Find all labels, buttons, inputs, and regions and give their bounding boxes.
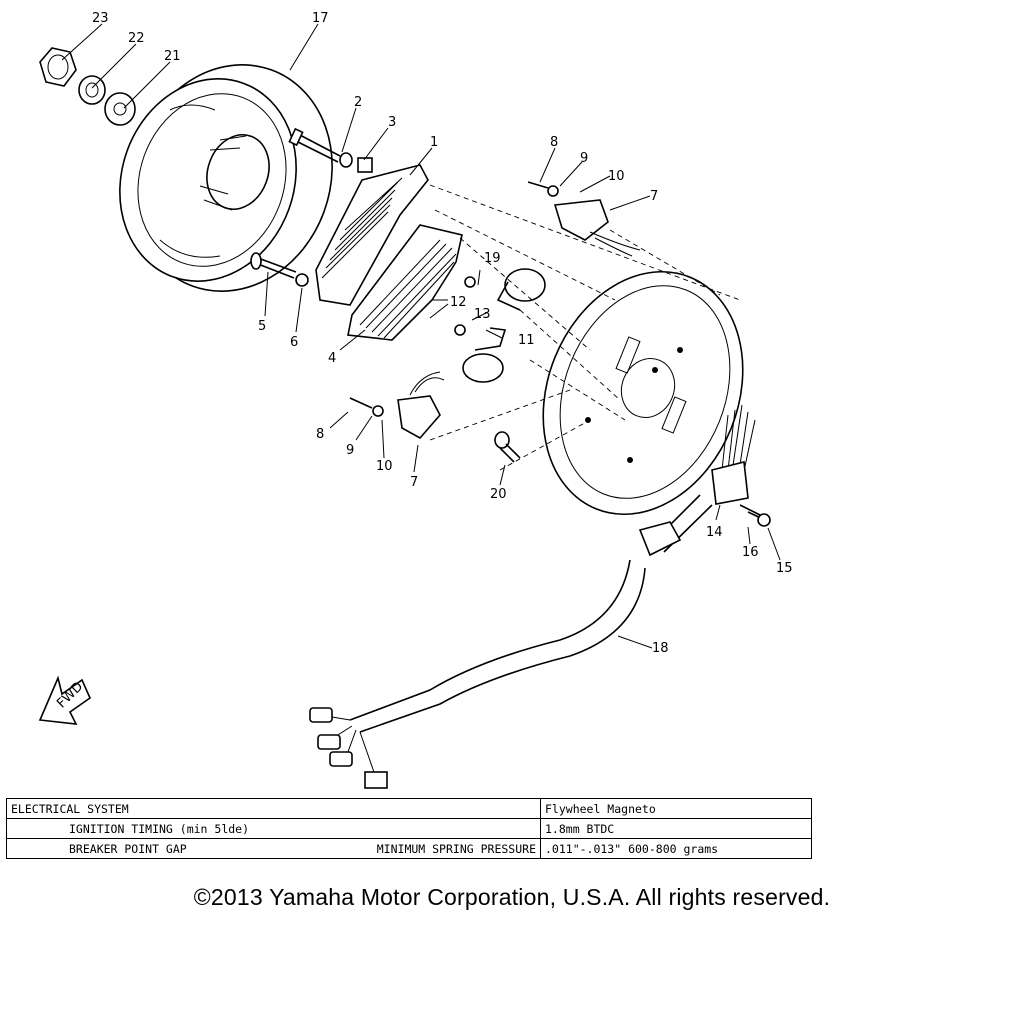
screws	[250, 127, 373, 287]
callout-3: 3	[388, 115, 396, 130]
nut-and-washers	[39, 47, 136, 126]
callout-10: 10	[608, 169, 625, 184]
callout-9: 9	[580, 151, 588, 166]
wiring-harness	[309, 404, 771, 789]
brush-holders	[349, 181, 641, 440]
spec-row: ELECTRICAL SYSTEM Flywheel Magneto	[6, 798, 812, 819]
callout-14: 14	[706, 525, 723, 540]
spec-row: BREAKER POINT GAP MINIMUM SPRING PRESSUR…	[6, 838, 812, 859]
callout-20: 20	[490, 487, 507, 502]
copyright-notice: ©2013 Yamaha Motor Corporation, U.S.A. A…	[193, 884, 831, 910]
parts-diagram: FWD 23 22 21 17 2 3 1 5 6 4 12 19 13 11 …	[38, 11, 793, 789]
callout-6: 6	[290, 335, 298, 350]
assembly-lines	[429, 184, 741, 471]
leader-lines	[61, 23, 781, 649]
spec-label: ELECTRICAL SYSTEM	[6, 798, 282, 819]
spec-label: BREAKER POINT GAP	[6, 838, 282, 859]
callout-17: 17	[312, 11, 329, 26]
spec-mid	[282, 798, 541, 819]
stator-bolt	[494, 431, 521, 463]
callout-18: 18	[652, 641, 669, 656]
callout-23: 23	[92, 11, 109, 26]
callout-1: 1	[430, 135, 438, 150]
flywheel-rotor	[119, 64, 333, 292]
spec-row: IGNITION TIMING (min 5lde) 1.8mm BTDC	[6, 818, 812, 839]
spec-value: Flywheel Magneto	[540, 798, 812, 819]
callout-19: 19	[484, 251, 501, 266]
spec-value: .011"-.013" 600-800 grams	[540, 838, 812, 859]
callout-numbers: 23 22 21 17 2 3 1 5 6 4 12 19 13 11 8 9 …	[92, 11, 793, 656]
callout-5: 5	[258, 319, 266, 334]
callout-7b: 7	[410, 475, 418, 490]
callout-21: 21	[164, 49, 181, 64]
callout-15: 15	[776, 561, 793, 576]
callout-2: 2	[354, 95, 362, 110]
spec-value: 1.8mm BTDC	[540, 818, 812, 839]
breaker-points-condenser	[454, 268, 546, 383]
charging-coils	[315, 164, 463, 341]
callout-8: 8	[550, 135, 558, 150]
spec-mid	[282, 818, 541, 839]
callout-13: 13	[474, 307, 491, 322]
callout-9b: 9	[346, 443, 354, 458]
callout-12: 12	[450, 295, 467, 310]
callout-7: 7	[650, 189, 658, 204]
forward-arrow-icon: FWD	[38, 675, 91, 725]
callout-10b: 10	[376, 459, 393, 474]
callout-22: 22	[128, 31, 145, 46]
callout-4: 4	[328, 351, 336, 366]
spec-label: IGNITION TIMING (min 5lde)	[6, 818, 282, 839]
stator-base-plate	[542, 270, 744, 516]
spec-mid: MINIMUM SPRING PRESSURE	[282, 838, 541, 859]
callout-16: 16	[742, 545, 759, 560]
callout-8b: 8	[316, 427, 324, 442]
callout-11: 11	[518, 333, 535, 348]
specification-table: ELECTRICAL SYSTEM Flywheel Magneto IGNIT…	[6, 798, 812, 859]
